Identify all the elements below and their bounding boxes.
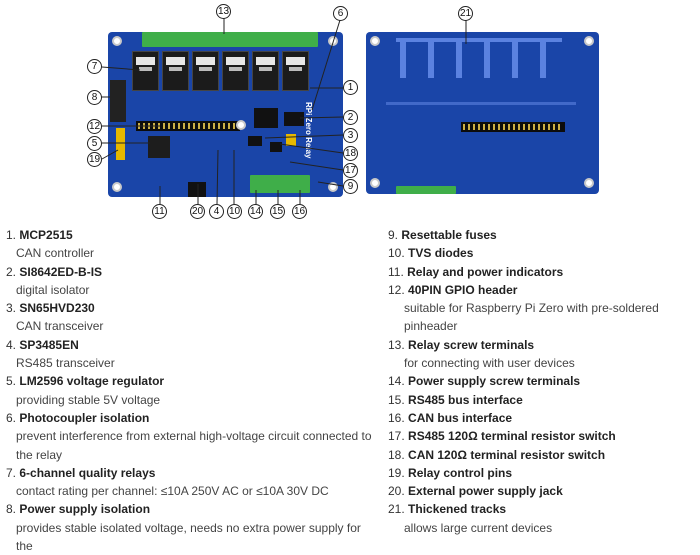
power-jack bbox=[188, 182, 206, 197]
feature-item: 2. SI8642ED-B-IS digital isolator bbox=[6, 264, 103, 297]
feature-item: 6. Photocoupler isolation prevent interf… bbox=[6, 410, 372, 462]
mounting-hole bbox=[236, 120, 246, 130]
callout-6: 6 bbox=[333, 6, 348, 21]
thickened-track bbox=[396, 38, 562, 42]
callout-8: 8 bbox=[87, 90, 102, 105]
thickened-track bbox=[540, 42, 546, 78]
relay-control-pins bbox=[116, 128, 125, 160]
terminal-back bbox=[396, 186, 456, 194]
feature-item: 10. TVS diodes bbox=[388, 246, 474, 261]
thickened-track bbox=[456, 42, 462, 78]
digital-isolator-chip bbox=[284, 112, 304, 126]
product-photo: RPi Zero Relay bbox=[0, 0, 700, 222]
callout-2: 2 bbox=[343, 110, 358, 125]
mounting-hole bbox=[112, 36, 122, 46]
thickened-track bbox=[386, 102, 576, 105]
callout-9: 9 bbox=[343, 179, 358, 194]
callout-10: 10 bbox=[227, 204, 242, 219]
feature-item: 8. Power supply isolation provides stabl… bbox=[6, 502, 361, 554]
mounting-hole bbox=[584, 178, 594, 188]
callout-leader-lines bbox=[101, 18, 467, 205]
relay-board-front: RPi Zero Relay bbox=[108, 32, 343, 197]
callout-4: 4 bbox=[209, 204, 224, 219]
feature-list-left: 1. MCP2515 CAN controller 2. SI8642ED-B-… bbox=[6, 226, 376, 555]
thickened-track bbox=[484, 42, 490, 78]
thickened-track bbox=[428, 42, 434, 78]
callout-7: 7 bbox=[87, 59, 102, 74]
feature-item: 13. Relay screw terminals for connecting… bbox=[388, 337, 575, 371]
relay-screw-terminals bbox=[142, 32, 318, 47]
callout-16: 16 bbox=[292, 204, 307, 219]
callout-15: 15 bbox=[270, 204, 285, 219]
power-isolation-module bbox=[110, 80, 126, 122]
callout-14: 14 bbox=[248, 204, 263, 219]
callout-12: 12 bbox=[87, 119, 102, 134]
gpio-header-back bbox=[461, 122, 565, 132]
feature-item: 12. 40PIN GPIO header suitable for Raspb… bbox=[388, 282, 659, 334]
mounting-hole bbox=[584, 36, 594, 46]
rs485-transceiver-chip bbox=[248, 136, 262, 146]
feature-item: 1. MCP2515 CAN controller bbox=[6, 228, 95, 261]
feature-item: 3. SN65HVD230 CAN transceiver bbox=[6, 301, 104, 334]
feature-list-right: 9. Resettable fuses 10. TVS diodes 11. R… bbox=[388, 226, 700, 537]
feature-item: 9. Resettable fuses bbox=[388, 228, 497, 242]
bus-screw-terminals bbox=[250, 175, 310, 193]
feature-item: 18. CAN 120Ω terminal resistor switch bbox=[388, 447, 606, 462]
relay-board-back bbox=[366, 32, 599, 194]
feature-item: 4. SP3485EN RS485 transceiver bbox=[6, 337, 115, 371]
terminal-switch bbox=[286, 134, 296, 146]
callout-19: 19 bbox=[87, 152, 102, 167]
callout-20: 20 bbox=[190, 204, 205, 219]
feature-item: 20. External power supply jack bbox=[388, 484, 563, 499]
can-controller-chip bbox=[254, 108, 278, 128]
callout-13: 13 bbox=[216, 4, 231, 19]
callout-5: 5 bbox=[87, 136, 102, 151]
mounting-hole bbox=[328, 182, 338, 192]
relay bbox=[282, 51, 309, 91]
callout-11: 11 bbox=[152, 204, 167, 219]
can-transceiver-chip bbox=[270, 142, 282, 152]
feature-item: 15. RS485 bus interface bbox=[388, 392, 523, 407]
relay bbox=[162, 51, 189, 91]
feature-item: 19. Relay control pins bbox=[388, 465, 513, 480]
relay bbox=[222, 51, 249, 91]
relay bbox=[252, 51, 279, 91]
callout-17: 17 bbox=[343, 163, 358, 178]
feature-item: 14. Power supply screw terminals bbox=[388, 374, 581, 389]
mounting-hole bbox=[112, 182, 122, 192]
callout-18: 18 bbox=[343, 146, 358, 161]
voltage-regulator bbox=[148, 136, 170, 158]
feature-item: 7. 6-channel quality relays contact rati… bbox=[6, 465, 329, 499]
relay bbox=[192, 51, 219, 91]
feature-item: 11. Relay and power indicators bbox=[388, 264, 564, 279]
callout-21: 21 bbox=[458, 6, 473, 21]
mounting-hole bbox=[370, 178, 380, 188]
thickened-track bbox=[400, 42, 406, 78]
gpio-header bbox=[136, 121, 240, 131]
mounting-hole bbox=[370, 36, 380, 46]
callout-1: 1 bbox=[343, 80, 358, 95]
thickened-track bbox=[512, 42, 518, 78]
feature-item: 17. RS485 120Ω terminal resistor switch bbox=[388, 429, 616, 444]
feature-item: 5. LM2596 voltage regulator providing st… bbox=[6, 374, 165, 407]
callout-3: 3 bbox=[343, 128, 358, 143]
feature-item: 16. CAN bus interface bbox=[388, 410, 513, 425]
feature-item: 21. Thickened tracks allows large curren… bbox=[388, 502, 553, 535]
relay bbox=[132, 51, 159, 91]
